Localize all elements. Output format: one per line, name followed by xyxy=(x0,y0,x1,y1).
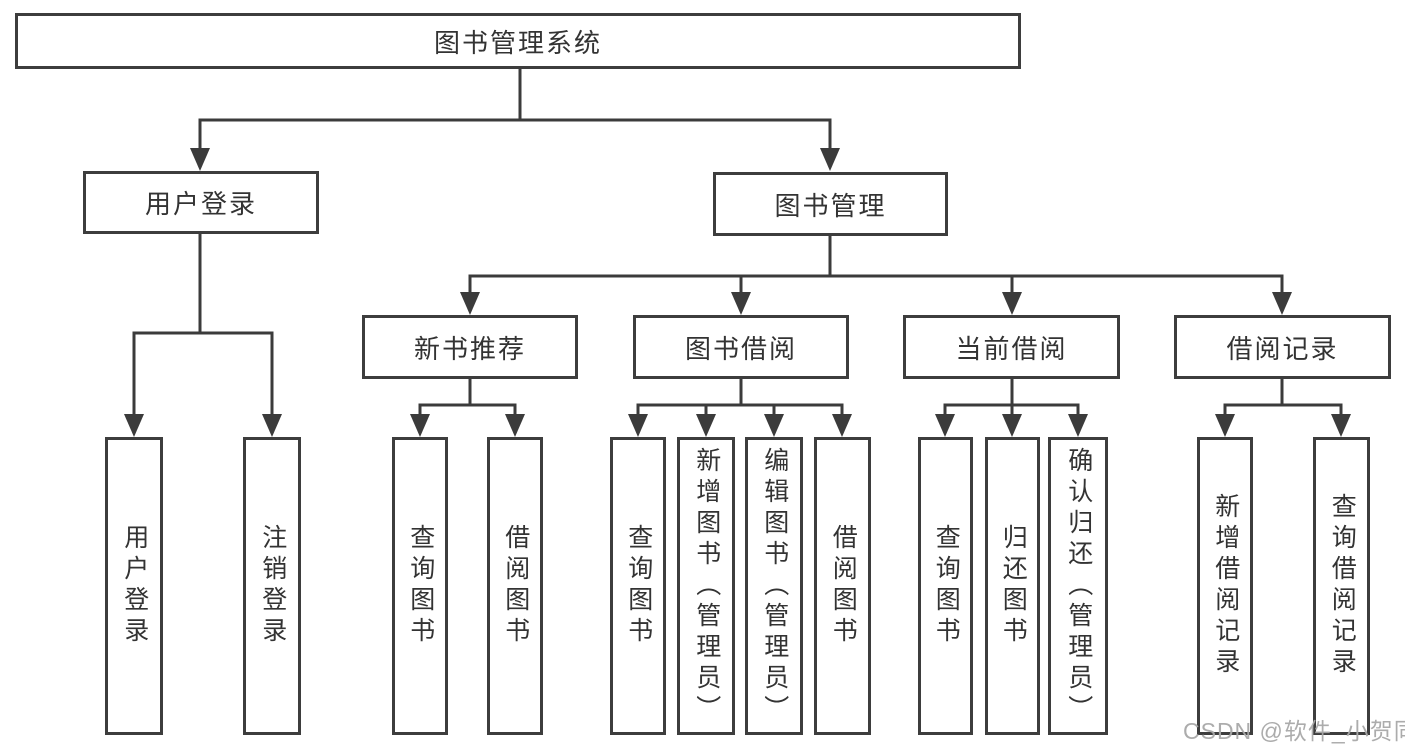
leaf-query-books-recommend-label: 查询图书 xyxy=(406,524,435,648)
node-borrowing-records-label: 借阅记录 xyxy=(1226,333,1339,364)
leaf-return-books: 归还图书 xyxy=(985,437,1040,735)
leaf-query-borrow-record-label: 查询借阅记录 xyxy=(1328,493,1357,679)
leaf-return-books-label: 归还图书 xyxy=(999,524,1028,648)
leaf-borrow-books-recommend: 借阅图书 xyxy=(487,437,543,735)
leaf-query-books-current: 查询图书 xyxy=(918,437,973,735)
leaf-borrow-books-recommend-label: 借阅图书 xyxy=(501,524,530,648)
leaf-edit-books-admin: 编辑图书（管理员） xyxy=(745,437,803,735)
node-book-management-label: 图书管理 xyxy=(774,190,887,221)
leaf-query-books-borrowing-label: 查询图书 xyxy=(624,524,653,648)
node-new-book-recommend: 新书推荐 xyxy=(362,315,578,379)
leaf-add-borrow-record-label: 新增借阅记录 xyxy=(1211,493,1240,679)
leaf-confirm-return-admin-label: 确认归还（管理员） xyxy=(1064,446,1093,726)
leaf-query-books-borrowing: 查询图书 xyxy=(610,437,666,735)
leaf-user-login: 用户登录 xyxy=(105,437,163,735)
leaf-confirm-return-admin: 确认归还（管理员） xyxy=(1048,437,1108,735)
node-library-system: 图书管理系统 xyxy=(15,13,1021,69)
node-user-login: 用户登录 xyxy=(83,171,319,234)
leaf-borrow-books-borrowing: 借阅图书 xyxy=(814,437,871,735)
node-current-borrowing: 当前借阅 xyxy=(903,315,1120,379)
leaf-query-books-current-label: 查询图书 xyxy=(932,524,961,648)
leaf-add-borrow-record: 新增借阅记录 xyxy=(1197,437,1253,735)
leaf-borrow-books-borrowing-label: 借阅图书 xyxy=(829,524,858,648)
node-new-book-recommend-label: 新书推荐 xyxy=(413,333,526,364)
node-library-system-label: 图书管理系统 xyxy=(433,27,602,58)
node-current-borrowing-label: 当前借阅 xyxy=(955,333,1068,364)
node-book-management: 图书管理 xyxy=(713,172,948,236)
leaf-user-login-label: 用户登录 xyxy=(120,524,149,648)
leaf-logout: 注销登录 xyxy=(243,437,301,735)
leaf-add-books-admin: 新增图书（管理员） xyxy=(677,437,735,735)
node-user-login-label: 用户登录 xyxy=(144,189,257,219)
leaf-query-books-recommend: 查询图书 xyxy=(392,437,448,735)
leaf-add-books-admin-label: 新增图书（管理员） xyxy=(692,446,721,726)
leaf-edit-books-admin-label: 编辑图书（管理员） xyxy=(760,446,789,726)
leaf-logout-label: 注销登录 xyxy=(258,524,287,648)
leaf-query-borrow-record: 查询借阅记录 xyxy=(1313,437,1370,735)
node-borrowing-records: 借阅记录 xyxy=(1174,315,1391,379)
node-book-borrowing-label: 图书借阅 xyxy=(684,333,797,364)
watermark-text: CSDN @软件_小贺同学 xyxy=(1183,718,1405,744)
node-book-borrowing: 图书借阅 xyxy=(633,315,849,379)
